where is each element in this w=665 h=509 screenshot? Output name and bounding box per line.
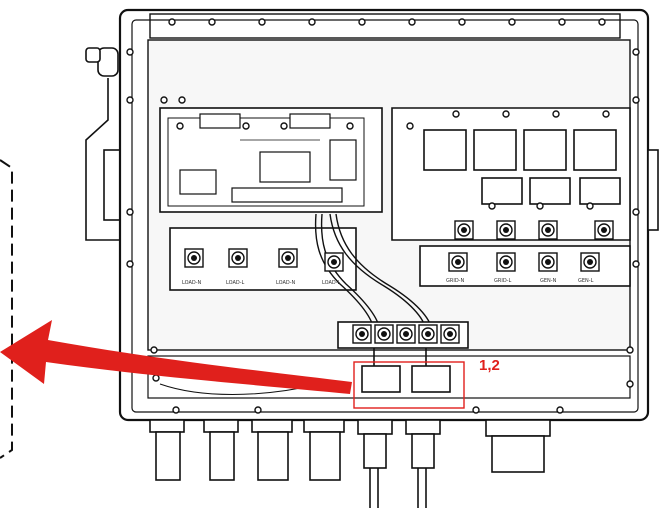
screw (308, 18, 316, 26)
screw (258, 18, 266, 26)
grid-label-2: GRID-L (494, 278, 511, 284)
terminal-screw (418, 324, 438, 344)
power-board (391, 107, 631, 241)
relay-1 (423, 129, 467, 171)
relay-2 (473, 129, 517, 171)
screws (126, 18, 640, 414)
screw (458, 18, 466, 26)
screw (126, 208, 134, 216)
screw (632, 96, 640, 104)
side-handle (85, 47, 121, 241)
cable-glands (149, 419, 551, 508)
load-terminal-labels: LOAD-N LOAD-L LOAD-N LOAD-L (182, 280, 341, 286)
relay-4 (573, 129, 617, 171)
callout-highlight-box (353, 361, 465, 409)
screw (242, 122, 250, 130)
screw (208, 18, 216, 26)
terminal-screw (228, 248, 248, 268)
screw (602, 110, 610, 118)
grid-terminal-labels: GRID-N GRID-L GEN-N GEN-L (446, 278, 594, 284)
red-direction-arrow (0, 320, 352, 394)
screw (536, 202, 544, 210)
screw (508, 18, 516, 26)
screw (556, 406, 564, 414)
load-label-2: LOAD-L (226, 280, 245, 286)
top-mounting-strip (149, 13, 621, 39)
screw (598, 18, 606, 26)
fitting-2 (411, 365, 451, 393)
screw (358, 18, 366, 26)
terminal-screw (538, 220, 558, 240)
relay-3 (523, 129, 567, 171)
terminal-screw (454, 220, 474, 240)
load-label-3: LOAD-N (276, 280, 296, 286)
round-terminals (184, 220, 614, 344)
screw (168, 18, 176, 26)
lower-compartment (147, 355, 631, 399)
screw (160, 96, 168, 104)
grid-label-4: GEN-L (578, 278, 594, 284)
screw (552, 110, 560, 118)
screw (472, 406, 480, 414)
screw (150, 346, 158, 354)
fitting-1 (361, 365, 401, 393)
screw (558, 18, 566, 26)
screw (346, 122, 354, 130)
screw (626, 380, 634, 388)
terminal-screw (396, 324, 416, 344)
screw (126, 48, 134, 56)
load-label-1: LOAD-N (182, 280, 202, 286)
terminal-screw (352, 324, 372, 344)
screw (126, 260, 134, 268)
wire-bundle (314, 213, 433, 331)
terminal-screw (374, 324, 394, 344)
screw (126, 96, 134, 104)
terminal-screw (278, 248, 298, 268)
screw (152, 374, 160, 382)
terminal-screw (580, 252, 600, 272)
screw (586, 202, 594, 210)
screw (632, 260, 640, 268)
screw (502, 110, 510, 118)
terminal-screw (496, 252, 516, 272)
screw (632, 208, 640, 216)
terminal-screw (594, 220, 614, 240)
terminal-screw (440, 324, 460, 344)
grid-label-1: GRID-N (446, 278, 464, 284)
screw (172, 406, 180, 414)
terminal-screw (324, 252, 344, 272)
terminal-screw (496, 220, 516, 240)
screw (632, 48, 640, 56)
screw (406, 122, 414, 130)
screw (626, 346, 634, 354)
screw (176, 122, 184, 130)
screw (488, 202, 496, 210)
terminal-screw (538, 252, 558, 272)
load-label-4: LOAD-L (322, 280, 341, 286)
screw (178, 96, 186, 104)
grid-label-3: GEN-N (540, 278, 557, 284)
callout-label: 1,2 (479, 357, 500, 374)
screw (254, 406, 262, 414)
screw (408, 18, 416, 26)
terminal-screw (448, 252, 468, 272)
screw (452, 110, 460, 118)
terminal-screw (184, 248, 204, 268)
screw (280, 122, 288, 130)
external-device-outline (0, 159, 13, 459)
